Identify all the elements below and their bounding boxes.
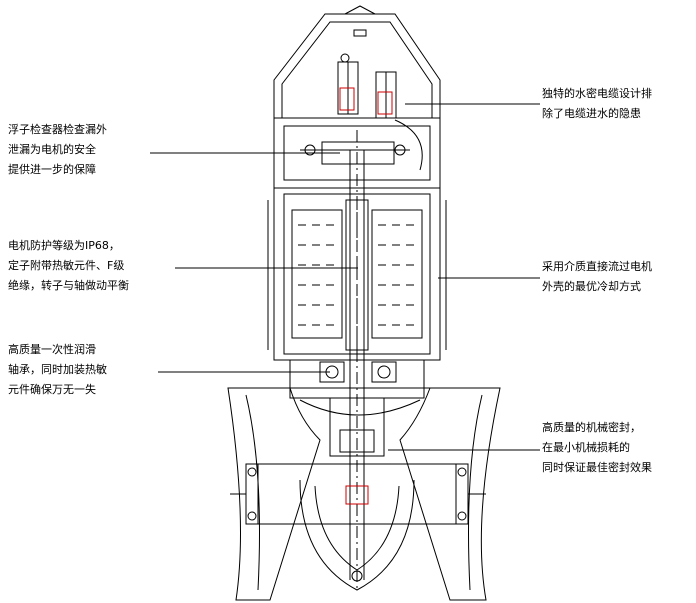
cooling-line-1: 采用介质直接流过电机 xyxy=(542,260,652,273)
bearing-annotation: 高质量一次性润滑 轴承，同时加装热敏 元件确保万无一失 xyxy=(8,340,107,400)
motor-protection-line-3: 绝缘，转子与轴做动平衡 xyxy=(8,279,129,292)
top-cover xyxy=(273,5,441,118)
pump-shaft xyxy=(349,130,365,590)
motor-housing xyxy=(267,187,447,361)
bearing-line-2: 轴承，同时加装热敏 xyxy=(8,363,107,376)
mechanical-seal-line-3: 同时保证最佳密封效果 xyxy=(542,461,652,474)
motor-protection-annotation: 电机防护等级为IP68， 定子附带热敏元件、F级 绝缘，转子与轴做动平衡 xyxy=(8,236,129,296)
cable-design-line-2: 除了电缆进水的隐患 xyxy=(542,107,641,120)
leader-lines xyxy=(150,103,540,451)
float-switch-line-3: 提供进一步的保障 xyxy=(8,163,96,176)
cooling-line-2: 外壳的最优冷却方式 xyxy=(542,280,641,293)
float-switch-line-1: 浮子检查器检查漏外 xyxy=(8,123,107,136)
bearing-line-3: 元件确保万无一失 xyxy=(8,383,96,396)
cable-entries xyxy=(337,53,397,119)
cable-design-line-1: 独特的水密电缆设计排 xyxy=(542,87,652,100)
mechanical-seal-chamber xyxy=(329,397,385,505)
float-switch-annotation: 浮子检查器检查漏外 泄漏为电机的安全 提供进一步的保障 xyxy=(8,120,107,180)
impeller-volute xyxy=(230,463,486,591)
mechanical-seal-line-2: 在最小机械损耗的 xyxy=(542,441,630,454)
mechanical-seal-annotation: 高质量的机械密封， 在最小机械损耗的 同时保证最佳密封效果 xyxy=(542,418,652,478)
bearing-line-1: 高质量一次性润滑 xyxy=(8,343,96,356)
cooling-annotation: 采用介质直接流过电机 外壳的最优冷却方式 xyxy=(542,257,652,297)
motor-protection-line-1: 电机防护等级为IP68， xyxy=(8,239,120,252)
cable-design-annotation: 独特的水密电缆设计排 除了电缆进水的隐患 xyxy=(542,84,652,124)
motor-protection-line-2: 定子附带热敏元件、F级 xyxy=(8,259,125,272)
float-switch-line-2: 泄漏为电机的安全 xyxy=(8,143,96,156)
mechanical-seal-line-1: 高质量的机械密封， xyxy=(542,421,641,434)
